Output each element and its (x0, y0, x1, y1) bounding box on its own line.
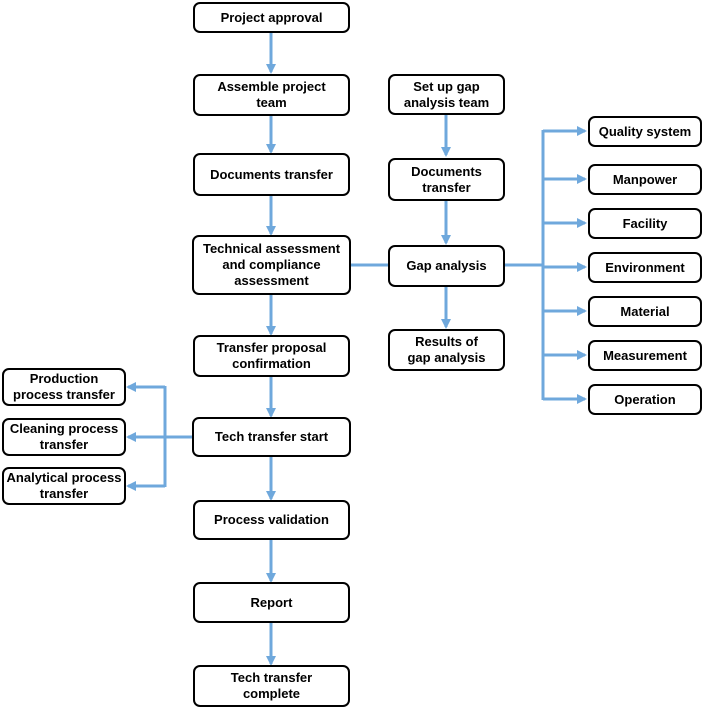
node-technical-assessment: Technical assessment and compliance asse… (192, 235, 351, 295)
node-gap-analysis: Gap analysis (388, 245, 505, 287)
node-analytical-process-transfer: Analytical process transfer (2, 467, 126, 505)
node-transfer-proposal-confirmation: Transfer proposal confirmation (193, 335, 350, 377)
node-cleaning-process-transfer: Cleaning process transfer (2, 418, 126, 456)
node-facility: Facility (588, 208, 702, 239)
node-tech-transfer-start: Tech transfer start (192, 417, 351, 457)
node-documents-transfer: Documents transfer (193, 153, 350, 196)
node-production-process-transfer: Production process transfer (2, 368, 126, 406)
node-assemble-project-team: Assemble project team (193, 74, 350, 116)
node-gap-documents-transfer: Documents transfer (388, 158, 505, 201)
node-material: Material (588, 296, 702, 327)
node-environment: Environment (588, 252, 702, 283)
node-process-validation: Process validation (193, 500, 350, 540)
node-set-up-gap-analysis-team: Set up gap analysis team (388, 74, 505, 115)
node-project-approval: Project approval (193, 2, 350, 33)
node-operation: Operation (588, 384, 702, 415)
node-measurement: Measurement (588, 340, 702, 371)
node-quality-system: Quality system (588, 116, 702, 147)
node-report: Report (193, 582, 350, 623)
node-manpower: Manpower (588, 164, 702, 195)
node-tech-transfer-complete: Tech transfer complete (193, 665, 350, 707)
node-results-of-gap-analysis: Results of gap analysis (388, 329, 505, 371)
